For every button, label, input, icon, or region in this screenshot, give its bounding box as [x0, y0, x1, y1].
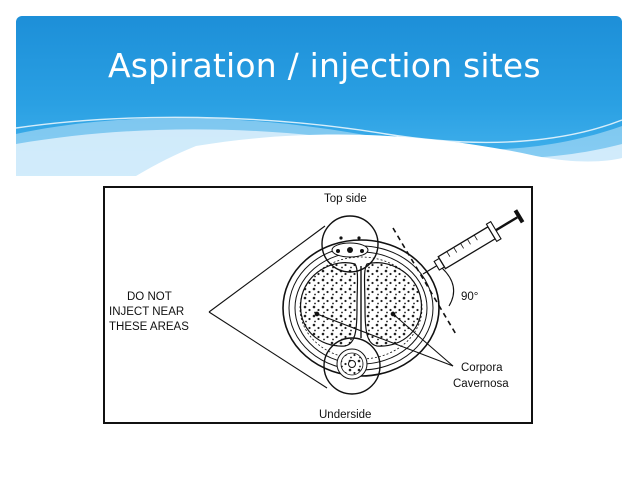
angle-label: 90°: [461, 291, 478, 303]
underside-label: Underside: [319, 409, 371, 421]
warning-label-line-1: DO NOT: [127, 291, 172, 303]
slide-title: Aspiration / injection sites: [108, 46, 541, 85]
underside-zone: [323, 337, 381, 395]
corpora-label-line-1: Corpora: [461, 362, 503, 374]
top-side-label: Top side: [324, 193, 367, 205]
angle-guide: [392, 227, 458, 337]
top-side-zone: [321, 215, 379, 273]
header-wave-decoration: [16, 116, 622, 176]
warning-pointer-lines: [208, 225, 328, 389]
injection-site-diagram: Top side Underside DO NOT INJECT NEAR TH…: [103, 186, 533, 424]
warning-label-line-3: THESE AREAS: [109, 321, 189, 333]
corpora-pointer-lines: [314, 311, 454, 367]
corpora-label-line-2: Cavernosa: [453, 378, 509, 390]
warning-label-line-2: INJECT NEAR: [109, 306, 184, 318]
cross-section-drawing: Top side Underside DO NOT INJECT NEAR TH…: [109, 193, 525, 421]
slide-header: Aspiration / injection sites: [16, 16, 622, 176]
corpora-cavernosa-lobes: [299, 262, 423, 347]
syringe-icon: [422, 209, 525, 275]
